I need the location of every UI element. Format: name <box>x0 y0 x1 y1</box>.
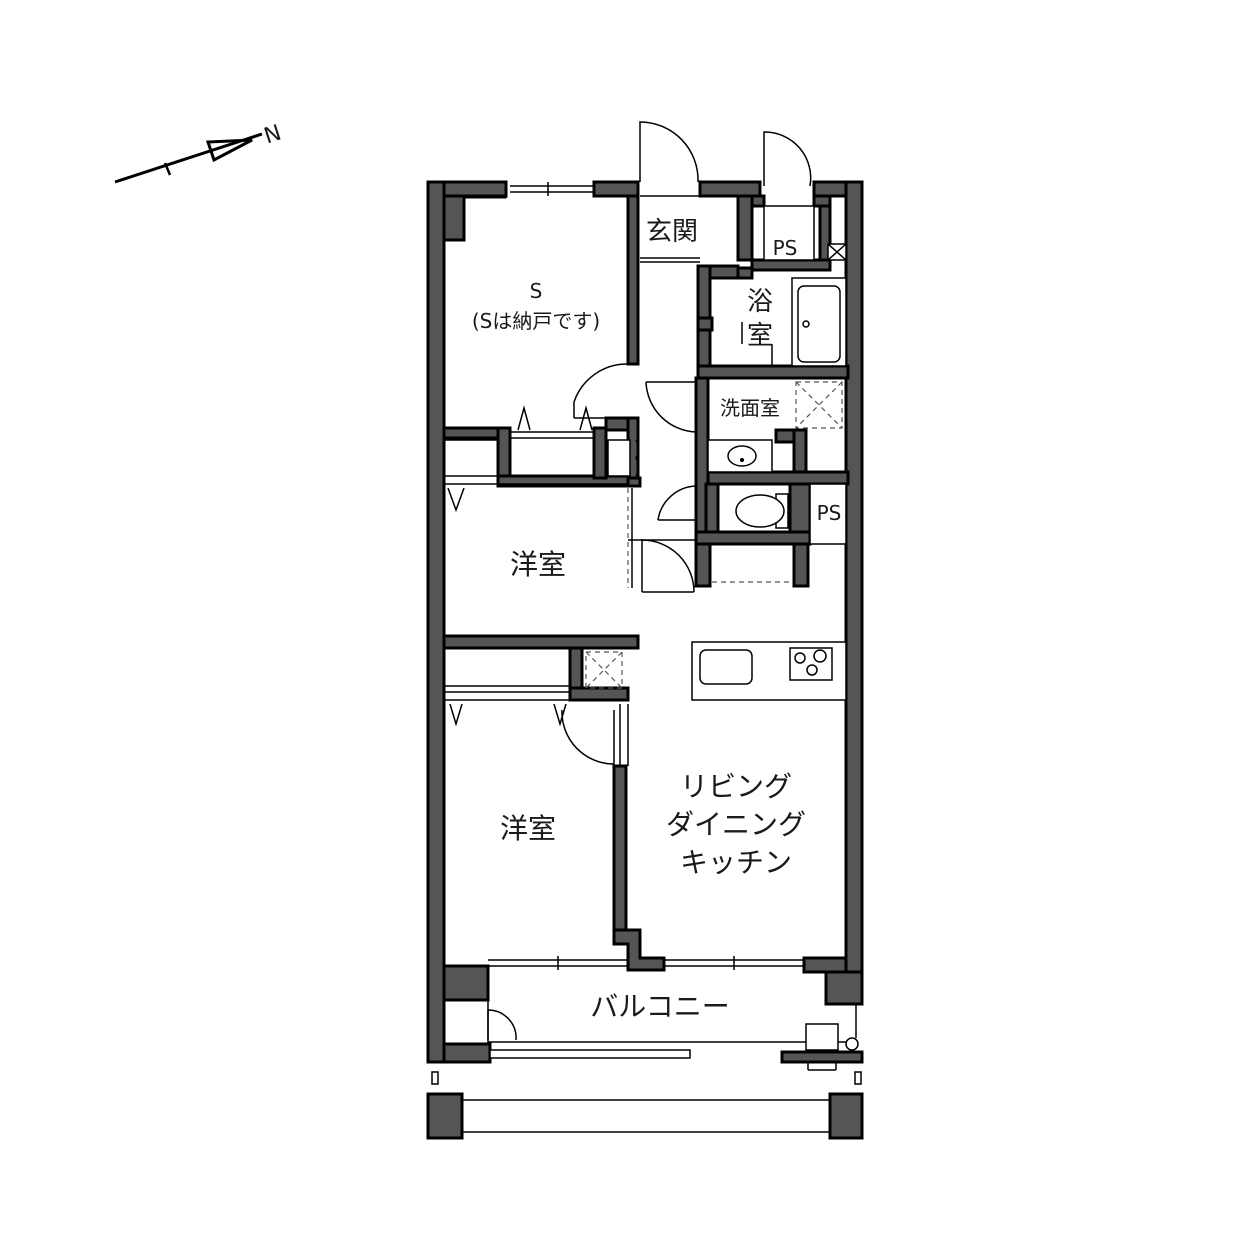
balcony-label: バルコニー <box>590 990 729 1023</box>
walls <box>426 180 864 1064</box>
western-room-2-label: 洋室 <box>500 812 556 845</box>
bathroom: 浴 室 <box>696 264 850 380</box>
ldk-label-line3: キッチン <box>680 846 792 879</box>
bath-label-bottom: 室 <box>747 321 773 351</box>
ldk: リビング ダイニング キッチン <box>666 641 847 879</box>
corridor-doors <box>607 439 696 593</box>
exterior-structure <box>426 1071 864 1140</box>
toilet: PS <box>657 482 847 588</box>
storage-room-note: (Sは納戸です) <box>472 309 600 333</box>
north-arrow-icon: N <box>114 121 284 184</box>
bath-label-top: 浴 <box>747 287 773 317</box>
washroom-label: 洗面室 <box>720 396 780 420</box>
ldk-label-line2: ダイニング <box>666 808 806 841</box>
ldk-label-line1: リビング <box>680 770 792 803</box>
western-room-1: 洋室 <box>442 476 642 650</box>
entrance: 玄関 <box>639 121 700 263</box>
storage-room-label: S <box>530 279 543 303</box>
western-room-1-label: 洋室 <box>510 548 566 581</box>
ps-top: PS <box>763 131 847 261</box>
entrance-label: 玄関 <box>646 217 698 247</box>
balcony: バルコニー <box>487 990 864 1071</box>
north-label: N <box>261 121 284 150</box>
balcony-sashes <box>488 956 804 970</box>
western-room-2: 洋室 <box>444 646 666 972</box>
ps-top-label: PS <box>773 236 798 260</box>
ps-mid-label: PS <box>817 501 842 525</box>
storage-room: S (Sは納戸です) <box>442 182 640 488</box>
